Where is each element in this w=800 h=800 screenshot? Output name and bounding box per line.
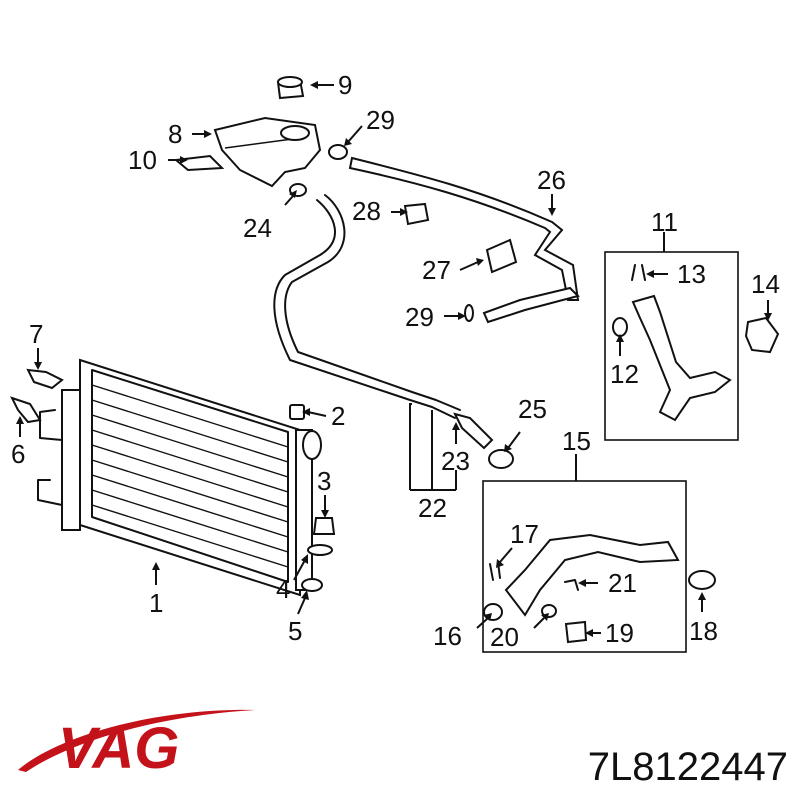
leader-lines bbox=[16, 81, 772, 637]
hose-kit-box-11 bbox=[604, 251, 780, 441]
callout-18: 18 bbox=[689, 616, 718, 646]
callout-10: 10 bbox=[128, 145, 157, 175]
vag-logo: VAG bbox=[18, 709, 255, 781]
callout-28: 28 bbox=[352, 196, 381, 226]
bracket-clips bbox=[10, 368, 336, 592]
coolant-hoses bbox=[273, 156, 580, 469]
callout-7: 7 bbox=[29, 319, 43, 349]
hose-kit-box-15 bbox=[482, 480, 716, 653]
callout-29-mid: 29 bbox=[405, 302, 434, 332]
callout-19: 19 bbox=[605, 618, 634, 648]
callout-25: 25 bbox=[518, 394, 547, 424]
callout-14: 14 bbox=[751, 269, 780, 299]
callout-24: 24 bbox=[243, 213, 272, 243]
callout-8: 8 bbox=[168, 119, 182, 149]
callout-6: 6 bbox=[11, 439, 25, 469]
callout-21: 21 bbox=[608, 568, 637, 598]
radiator bbox=[37, 358, 322, 597]
expansion-tank bbox=[173, 76, 348, 197]
callout-11: 11 bbox=[651, 207, 678, 237]
callout-26: 26 bbox=[537, 165, 566, 195]
callout-23: 23 bbox=[441, 446, 470, 476]
callout-16: 16 bbox=[433, 621, 462, 651]
callout-1: 1 bbox=[149, 588, 163, 618]
callout-20: 20 bbox=[490, 622, 519, 652]
callout-5: 5 bbox=[288, 616, 302, 646]
callout-9: 9 bbox=[338, 70, 352, 100]
callout-17: 17 bbox=[510, 519, 539, 549]
part-number: 7L8122447 bbox=[588, 745, 788, 789]
callout-13: 13 bbox=[677, 259, 706, 289]
callout-29-top: 29 bbox=[366, 105, 395, 135]
vag-logo-text: VAG bbox=[58, 716, 179, 781]
callout-3: 3 bbox=[317, 466, 331, 496]
callout-22: 22 bbox=[418, 493, 447, 523]
callout-12: 12 bbox=[610, 359, 639, 389]
callout-15: 15 bbox=[562, 426, 591, 456]
callout-2: 2 bbox=[331, 401, 345, 431]
callout-4: 4 bbox=[276, 574, 290, 604]
callout-numbers: 1 2 3 4 5 6 7 8 9 10 11 12 13 14 15 16 1… bbox=[11, 70, 780, 652]
callout-27: 27 bbox=[422, 255, 451, 285]
